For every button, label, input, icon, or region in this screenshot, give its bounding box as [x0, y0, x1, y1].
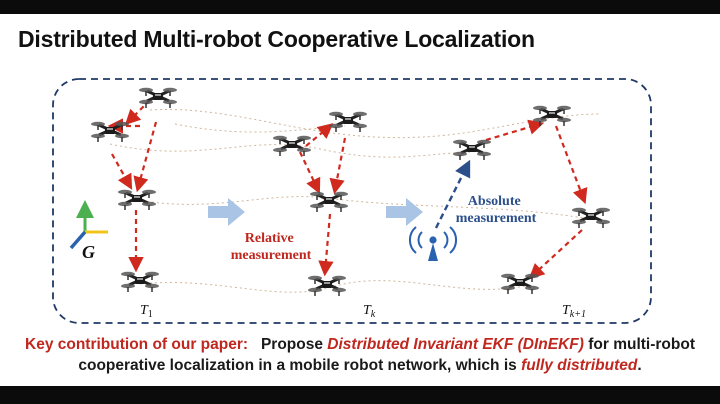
drone-icon — [137, 86, 179, 110]
key-contribution-label: Key contribution of our paper: — [25, 336, 249, 353]
relative-label: Relative measurement — [231, 231, 312, 263]
footer-line-2: cooperative localization in a mobile rob… — [0, 357, 720, 375]
footer-line-2-text: cooperative localization in a mobile rob… — [78, 357, 517, 374]
drone-icon — [116, 188, 158, 212]
process-arrow-2 — [386, 198, 423, 226]
drone-icon — [499, 272, 541, 296]
method-name: Distributed Invariant EKF (DInEKF) — [327, 336, 584, 353]
drones — [89, 86, 612, 298]
drone-icon — [119, 270, 161, 294]
drone-icon — [570, 206, 612, 230]
network-frame — [52, 78, 652, 324]
robot-trajectories — [109, 108, 601, 293]
drone-icon — [271, 134, 313, 158]
drone-icon — [327, 110, 369, 134]
propose-text: Propose — [260, 336, 323, 353]
slide-title: Distributed Multi-robot Cooperative Loca… — [18, 26, 535, 52]
frame-label: G — [82, 242, 95, 262]
drone-icon — [89, 120, 131, 144]
for-text: for multi-robot — [588, 336, 695, 353]
cooperative-localization-diagram: G Relative measurement Absolute measurem… — [52, 78, 652, 324]
absolute-label: Absolute measurement — [456, 194, 537, 226]
process-arrow-1 — [208, 198, 245, 226]
fully-distributed-text: fully distributed — [521, 357, 638, 374]
time-label-tk: Tk — [363, 303, 376, 320]
time-label-t1: T1 — [140, 303, 153, 320]
relative-measurements — [107, 99, 588, 279]
global-frame-axes — [69, 200, 108, 250]
drone-icon — [308, 190, 350, 214]
drone-icon — [306, 274, 348, 298]
slide: Distributed Multi-robot Cooperative Loca… — [0, 14, 720, 386]
footer-line-1: Key contribution of our paper: Propose D… — [0, 336, 720, 354]
time-label-tk1: Tk+1 — [562, 303, 586, 320]
antenna-icon — [409, 226, 457, 261]
footer-period: . — [637, 357, 642, 374]
drone-icon — [531, 104, 573, 128]
drone-icon — [451, 138, 493, 162]
time-labels: T1 Tk Tk+1 — [140, 303, 586, 320]
absolute-measurement-arrow — [434, 159, 471, 229]
